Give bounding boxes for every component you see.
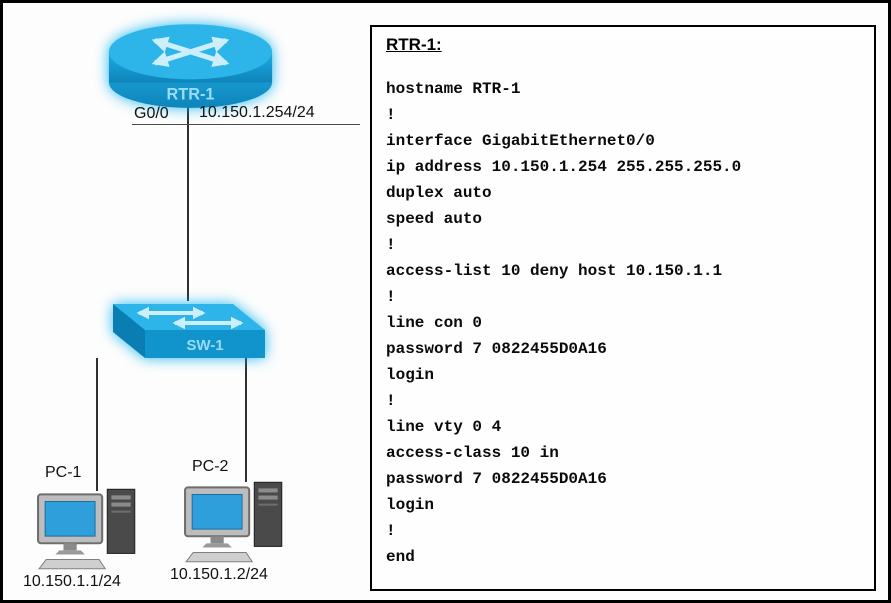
config-line: ! [386,106,396,124]
link-switch-pc1 [96,358,98,491]
interface-label-underline [132,124,360,125]
config-line: line con 0 [386,314,483,332]
config-line: hostname RTR-1 [386,80,521,98]
router-interface-label: G0/0 [134,105,169,122]
config-line: speed auto [386,210,483,228]
router-label: RTR-1 [166,86,214,104]
config-line: interface GigabitEthernet0/0 [386,132,655,150]
config-panel: RTR-1: hostname RTR-1 ! interface Gigabi… [370,25,876,591]
pc1-icon [37,488,136,570]
pc2-ip-label: 10.150.1.2/24 [170,566,268,583]
config-line: login [386,366,435,384]
config-line: end [386,548,415,566]
router-ip-label: 10.150.1.254/24 [199,104,315,121]
pc1-label: PC-1 [45,464,82,481]
link-switch-pc2 [245,358,247,482]
config-line: ip address 10.150.1.254 255.255.255.0 [386,158,742,176]
router-icon: RTR-1 [108,24,273,108]
pc1-ip-label: 10.150.1.1/24 [23,573,121,590]
config-line: line vty 0 4 [386,418,502,436]
config-line: password 7 0822455D0A16 [386,470,607,488]
config-line: password 7 0822455D0A16 [386,340,607,358]
config-line: duplex auto [386,184,492,202]
pc2-icon [184,481,283,563]
config-line: ! [386,288,396,306]
config-lines: hostname RTR-1 ! interface GigabitEthern… [386,76,860,570]
config-line: access-class 10 in [386,444,559,462]
switch-label: SW-1 [186,337,223,354]
config-line: access-list 10 deny host 10.150.1.1 [386,262,723,280]
switch-icon: SW-1 [113,304,265,358]
config-line: ! [386,522,396,540]
link-router-switch [187,103,189,301]
config-line: ! [386,392,396,410]
pc2-label: PC-2 [192,458,229,475]
config-line: ! [386,236,396,254]
config-title: RTR-1: [386,35,442,54]
config-line: login [386,496,435,514]
